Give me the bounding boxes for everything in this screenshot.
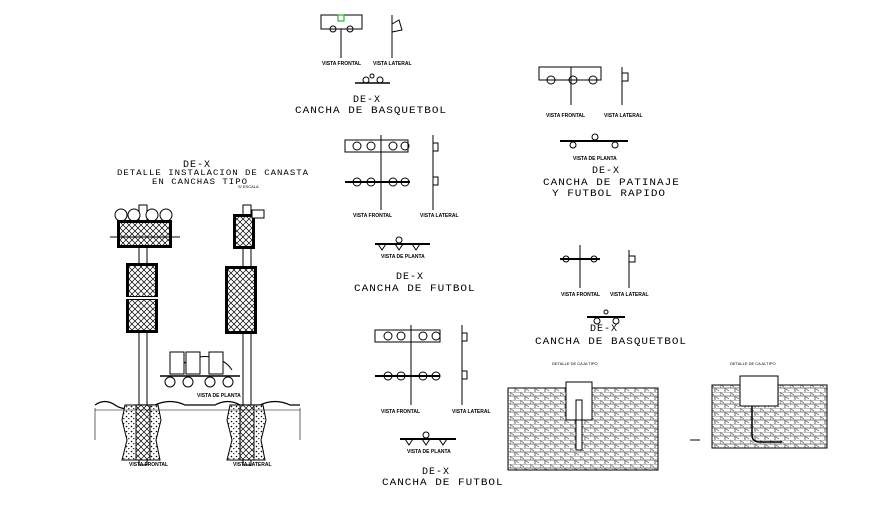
basket-right-drawing [560, 245, 636, 325]
basket-right-side-label: VISTA LATERAL [610, 292, 649, 298]
main-plan-view-label: VISTA DE PLANTA [197, 393, 241, 399]
footing-right-caption: DETALLE DE CAJA TIPO [730, 361, 776, 366]
futbol-mid-plan-label: VISTA DE PLANTA [381, 254, 425, 260]
patinaje-drawing [538, 66, 629, 149]
patinaje-plan-label: VISTA DE PLANTA [573, 156, 617, 162]
futbol-middle-drawing [344, 135, 439, 251]
patinaje-title-1: CANCHA DE PATINAJE [543, 177, 680, 189]
futbol-mid-front-label: VISTA FRONTAL [353, 213, 393, 219]
footing-left-caption: DETALLE DE CAJA TIPO [552, 361, 598, 366]
patinaje-title-2: Y FUTBOL RAPIDO [552, 188, 667, 200]
basket-right-front-label: VISTA FRONTAL [561, 292, 601, 298]
futbol-bot-title: CANCHA DE FUTBOL [382, 477, 504, 489]
basket-top-front-label: VISTA FRONTAL [322, 61, 362, 67]
footing-right-drawing [690, 375, 828, 449]
patinaje-front-label: VISTA FRONTAL [546, 113, 586, 119]
futbol-bot-code: DE-X [422, 467, 451, 478]
main-detail-code: DE-X [183, 160, 212, 171]
basket-top-code: DE-X [353, 95, 382, 106]
main-front-view-label: VISTA FRONTAL [129, 462, 169, 468]
patinaje-code: DE-X [592, 166, 621, 177]
basket-right-title: CANCHA DE BASQUETBOL [535, 336, 688, 348]
futbol-bottom-drawing [374, 325, 468, 446]
futbol-mid-title: CANCHA DE FUTBOL [354, 283, 476, 295]
main-detail-drawing [94, 204, 301, 466]
futbol-bot-plan-label: VISTA DE PLANTA [407, 449, 451, 455]
main-side-view-label: VISTA LATERAL [233, 462, 272, 468]
main-detail-title-1: DETALLE INSTALACION DE CANASTA [117, 168, 310, 178]
basket-right-code: DE-X [590, 324, 619, 335]
basket-top-side-label: VISTA LATERAL [373, 61, 412, 67]
main-detail-scale: S/ ESCALA [238, 184, 259, 189]
footing-left-drawing [507, 381, 659, 471]
futbol-mid-code: DE-X [396, 272, 425, 283]
futbol-mid-side-label: VISTA LATERAL [420, 213, 459, 219]
basket-top-drawing [320, 14, 403, 84]
main-detail-title-2: EN CANCHAS TIPO [152, 177, 249, 187]
basket-top-title: CANCHA DE BASQUETBOL [295, 105, 448, 117]
futbol-bot-front-label: VISTA FRONTAL [381, 409, 421, 415]
patinaje-side-label: VISTA LATERAL [604, 113, 643, 119]
futbol-bot-side-label: VISTA LATERAL [452, 409, 491, 415]
